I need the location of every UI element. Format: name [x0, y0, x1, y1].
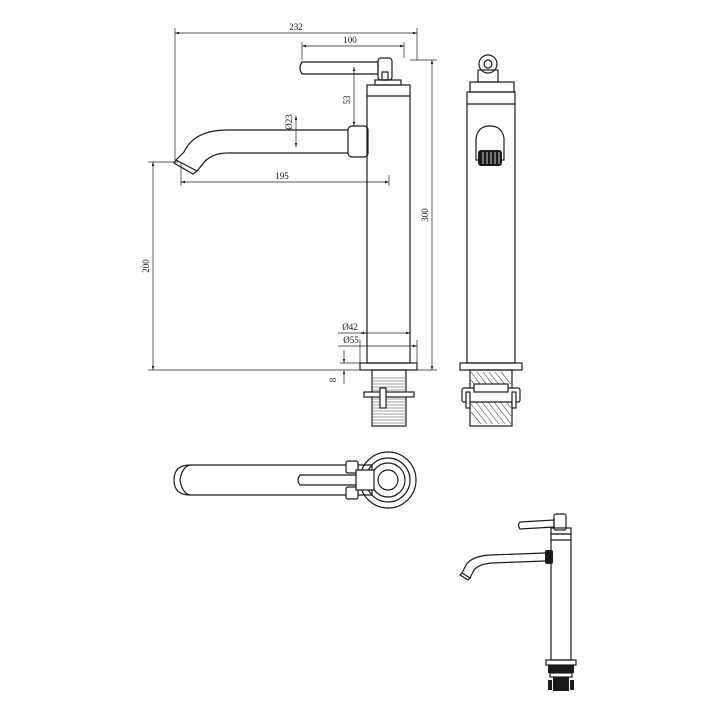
dim-total-height: 300 [420, 208, 430, 222]
dim-handle-height: 53 [342, 95, 352, 105]
base-plate [359, 362, 418, 371]
iso-handle [517, 519, 555, 530]
dim-spout-clearance: 200 [141, 259, 151, 273]
threaded-shank [371, 369, 407, 427]
dim-spout-diameter: Ø23 [284, 114, 294, 130]
dim-base-diameter: Ø55 [343, 335, 359, 345]
mounting-bracket [363, 391, 415, 398]
faucet-body [366, 84, 411, 364]
spout-collar [347, 125, 369, 158]
side-view [173, 57, 418, 427]
iso-spout-top [461, 552, 546, 574]
isometric-view [459, 513, 577, 691]
front-spout [475, 125, 505, 161]
iso-shank [553, 677, 569, 691]
top-view [173, 451, 417, 509]
aerator [478, 150, 502, 166]
handle-lever [299, 61, 379, 75]
dim-spout-reach: 195 [275, 171, 289, 181]
dim-body-diameter: Ø42 [342, 322, 358, 332]
front-body [466, 91, 516, 364]
iso-nut [548, 665, 574, 673]
spout-bottom [196, 152, 348, 172]
iso-body [550, 533, 572, 661]
iso-spout-collar [545, 550, 553, 564]
handle-hub [377, 57, 393, 81]
dim-base-thickness: 8 [328, 377, 338, 382]
dim-total-width: 232 [289, 22, 303, 32]
spout-top [175, 129, 348, 161]
dimension-lines: 232 100 53 Ø23 195 300 200 Ø42 Ø5 [141, 22, 437, 384]
handle-knob [478, 54, 498, 74]
front-view [459, 54, 523, 427]
dim-handle-length: 100 [343, 35, 357, 45]
